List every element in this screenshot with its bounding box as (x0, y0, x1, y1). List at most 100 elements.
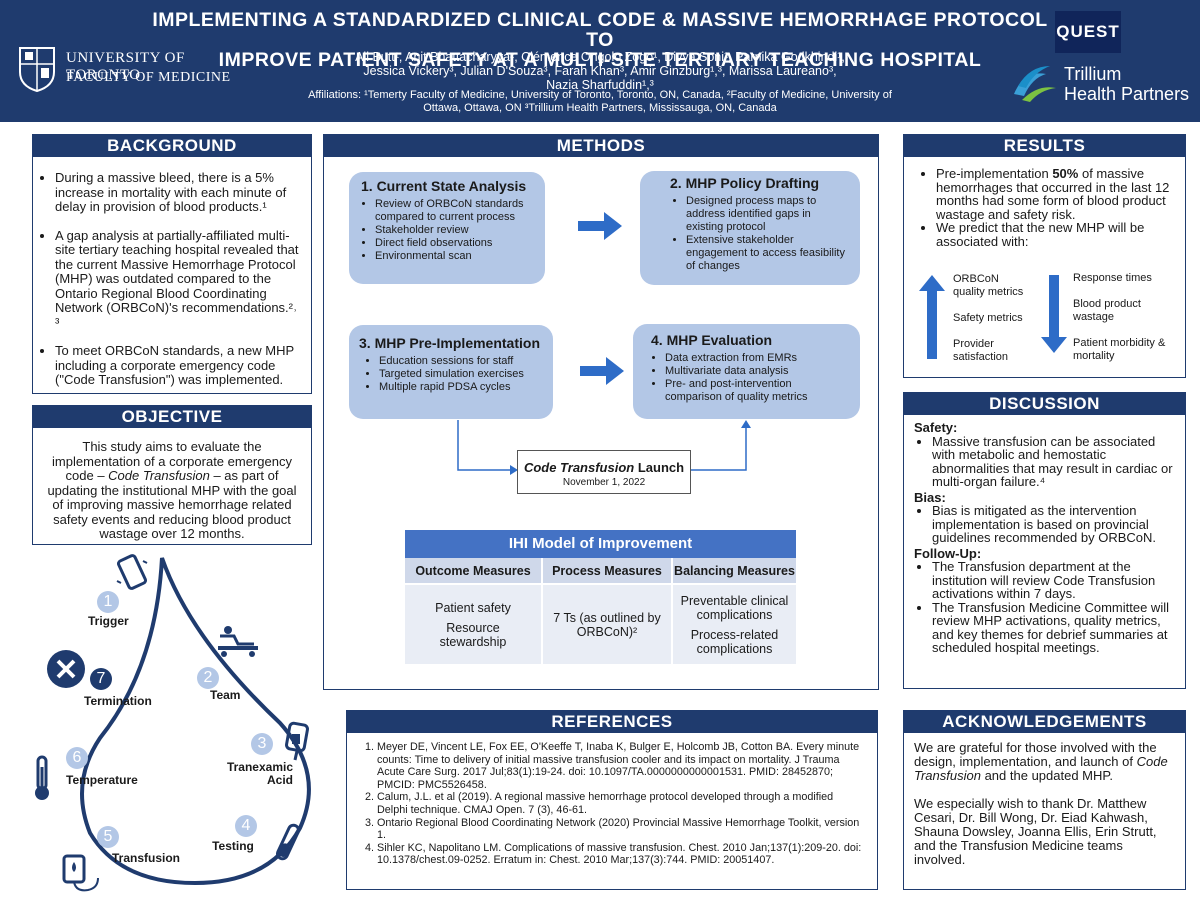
table-cell: Patient safety Resource stewardship (405, 583, 543, 664)
step-label-testing: Testing (212, 839, 254, 853)
table-header: Balancing Measures (674, 563, 795, 578)
objective-text-a: This study aims to evaluate the implemen… (52, 439, 292, 483)
list-item: Direct field observations (375, 237, 535, 250)
drop-outline (80, 557, 311, 886)
method-box-list: Review of ORBCoN standards compared to c… (359, 198, 535, 263)
list-item: A gap analysis at partially-affiliated m… (55, 228, 301, 331)
list-item: We predict that the new MHP will be asso… (936, 221, 1175, 248)
discussion-body: Safety: Massive transfusion can be assoc… (904, 415, 1185, 655)
result-text-bold: 50% (1052, 166, 1079, 181)
trillium-logo-icon (1014, 66, 1056, 102)
phone-icon (115, 553, 151, 598)
table-cell: Preventable clinical complications Proce… (672, 583, 796, 664)
blood-bag-icon (62, 852, 102, 899)
list-item: Blood product wastage (1073, 298, 1141, 323)
authors-line-3: Nazia Sharfuddin¹,³ (546, 78, 654, 92)
bias-list: Bias is mitigated as the intervention im… (914, 504, 1177, 545)
authors-line-1: Ali Butt¹, Anit Bhattacharyya², Clémence… (355, 50, 845, 64)
step-number-4: 4 (235, 815, 257, 837)
step-number-3: 3 (251, 733, 273, 755)
cell-text: Process-related complications (690, 627, 779, 656)
affiliations-line-1: Affiliations: ¹Temerty Faculty of Medici… (308, 89, 892, 101)
followup-list: The Transfusion department at the instit… (914, 560, 1177, 655)
acknowledgements-heading: ACKNOWLEDGEMENTS (904, 711, 1185, 733)
method-box-pre-implementation: 3. MHP Pre-Implementation Education sess… (349, 325, 553, 419)
arrow-right-icon (578, 212, 622, 240)
list-item: Multivariate data analysis (665, 365, 848, 378)
ack-paragraph-2: We especially wish to thank Dr. Matthew … (914, 796, 1157, 867)
trillium-logo: Trillium Health Partners (1010, 60, 1195, 108)
list-item: Education sessions for staff (379, 355, 543, 368)
method-box-title: 3. MHP Pre-Implementation (359, 335, 541, 351)
trillium-name-1: Trillium (1064, 64, 1122, 84)
authors: Ali Butt¹, Anit Bhattacharyya², Clémence… (240, 50, 960, 92)
list-item: The Transfusion department at the instit… (932, 560, 1177, 601)
ihi-table: IHI Model of Improvement Outcome Measure… (405, 530, 796, 664)
result-text-a: Pre-implementation (936, 166, 1053, 181)
objective-heading: OBJECTIVE (33, 406, 311, 428)
method-box-current-state: 1. Current State Analysis Review of ORBC… (349, 172, 545, 284)
stretcher-icon (214, 624, 260, 663)
list-item: Provider satisfaction (953, 338, 1009, 363)
poster-header: UNIVERSITY OF TORONTO FACULTY OF MEDICIN… (0, 0, 1200, 122)
list-item: Patient morbidity & mortality (1073, 337, 1166, 362)
step-number-1: 1 (97, 591, 119, 613)
arrow-right-icon (580, 357, 624, 385)
list-item: Multiple rapid PDSA cycles (379, 381, 543, 394)
ack-text-b: and the updated MHP. (980, 768, 1113, 783)
ack-text-a: We are grateful for those involved with … (914, 740, 1157, 769)
list-item: Pre-implementation 50% of massive hemorr… (936, 167, 1175, 221)
affiliations: Affiliations: ¹Temerty Faculty of Medici… (250, 89, 950, 115)
arrow-up-icon (919, 275, 945, 359)
discussion-section: DISCUSSION Safety: Massive transfusion c… (903, 392, 1186, 689)
step-number-2: 2 (197, 667, 219, 689)
list-item: Massive transfusion can be associated wi… (932, 434, 1177, 489)
list-item: To meet ORBCoN standards, a new MHP incl… (55, 343, 301, 388)
list-item: Pre- and post-intervention comparison of… (665, 378, 848, 404)
acknowledgements-section: ACKNOWLEDGEMENTS We are grateful for tho… (903, 710, 1186, 890)
followup-label: Follow-Up: (914, 545, 982, 561)
launch-box: Code Transfusion Launch November 1, 2022 (517, 450, 691, 494)
methods-heading: METHODS (324, 135, 878, 157)
list-item: Data extraction from EMRs (665, 352, 848, 365)
list-item: Calum, J.L. et al (2019). A regional mas… (377, 791, 865, 816)
background-heading: BACKGROUND (33, 135, 311, 157)
affiliations-line-2: Ottawa, Ottawa, ON ³Trillium Health Part… (423, 102, 777, 114)
list-item: Designed process maps to address identif… (686, 195, 848, 234)
objective-section: OBJECTIVE This study aims to evaluate th… (32, 405, 312, 545)
background-section: BACKGROUND During a massive bleed, there… (32, 134, 312, 394)
seven-ts-diagram (80, 557, 311, 886)
method-box-list: Designed process maps to address identif… (652, 195, 848, 273)
list-item: Bias is mitigated as the intervention im… (932, 504, 1177, 545)
ack-paragraph-1: We are grateful for those involved with … (914, 741, 1175, 783)
results-heading: RESULTS (904, 135, 1185, 157)
list-item: Extensive stakeholder engagement to acce… (686, 234, 848, 273)
launch-date: November 1, 2022 (562, 477, 646, 488)
list-item: Stakeholder review (375, 224, 535, 237)
method-box-policy-drafting: 2. MHP Policy Drafting Designed process … (640, 171, 860, 285)
results-section: RESULTS Pre-implementation 50% of massiv… (903, 134, 1186, 378)
ihi-grid: Outcome Measures Process Measures Balanc… (405, 558, 796, 664)
iv-bag-icon (284, 720, 310, 767)
list-item: Ontario Regional Blood Coordinating Netw… (377, 817, 865, 842)
objective-text-em: Code Transfusion (108, 468, 210, 483)
safety-list: Massive transfusion can be associated wi… (914, 434, 1177, 489)
references-section: REFERENCES Meyer DE, Vincent LE, Fox EE,… (346, 710, 878, 890)
list-item: Safety metrics (953, 312, 1023, 324)
results-list: Pre-implementation 50% of massive hemorr… (904, 167, 1185, 248)
cell-text: Resource stewardship (439, 620, 507, 649)
decrease-list: Response times Blood product wastage Pat… (1073, 272, 1168, 363)
discussion-heading: DISCUSSION (904, 393, 1185, 415)
list-item: ORBCoN quality metrics (953, 273, 1024, 298)
quest-logo: QUEST (1055, 11, 1121, 53)
list-item: During a massive bleed, there is a 5% in… (55, 170, 301, 215)
step-number-6: 6 (66, 747, 88, 769)
flow-connector (457, 420, 751, 475)
cell-text: Preventable clinical complications (680, 593, 789, 622)
thermometer-icon (28, 753, 56, 808)
method-box-list: Education sessions for staff Targeted si… (359, 355, 543, 394)
acknowledgements-body: We are grateful for those involved with … (904, 733, 1185, 867)
result-text-b: of massive hemorrhages that occurred in … (936, 166, 1170, 222)
background-list: During a massive bleed, there is a 5% in… (33, 170, 311, 388)
bias-label: Bias: (914, 489, 946, 505)
